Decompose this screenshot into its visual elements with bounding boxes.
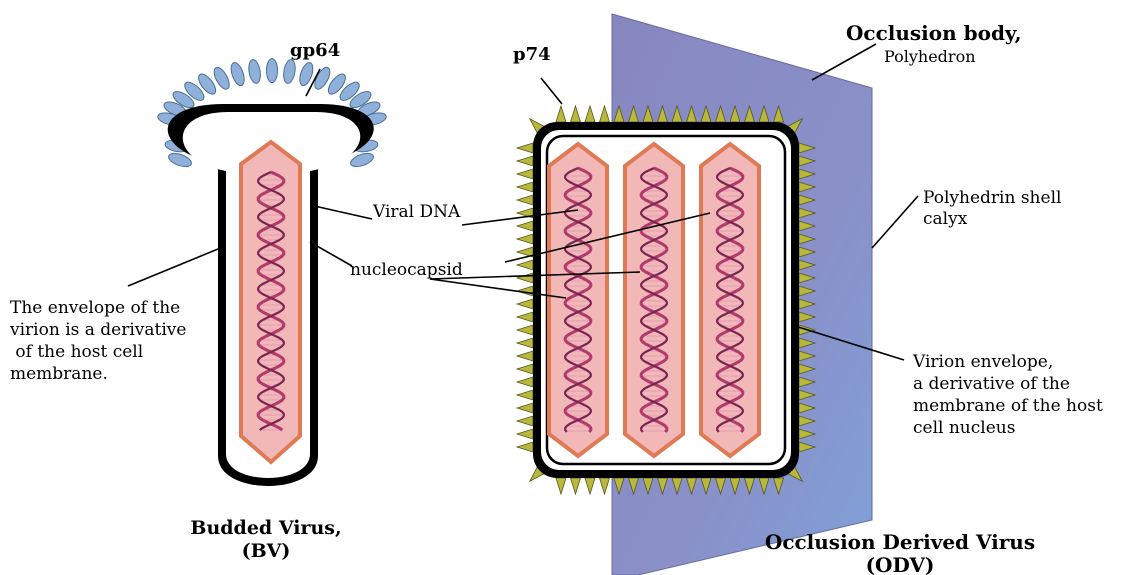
budded-virus-label: Budded Virus, bbox=[190, 517, 341, 539]
p74-spike bbox=[517, 195, 533, 205]
occlusion-body-label: Occlusion body, bbox=[846, 21, 1022, 45]
odv-envelope-label-4: cell nucleus bbox=[913, 418, 1015, 438]
odv-label: Occlusion Derived Virus bbox=[765, 530, 1035, 554]
p74-spike bbox=[517, 390, 533, 400]
gp64-spike bbox=[282, 59, 297, 84]
p74-spike bbox=[517, 403, 533, 413]
polyhedron-label: Polyhedron bbox=[884, 47, 976, 66]
p74-spike bbox=[600, 106, 610, 122]
odv-envelope-label-2: a derivative of the bbox=[913, 374, 1070, 394]
gp64-spike bbox=[267, 59, 278, 83]
p74-spike bbox=[517, 169, 533, 179]
p74-spike bbox=[517, 156, 533, 166]
p74-spike bbox=[517, 182, 533, 192]
p74-spike bbox=[571, 478, 581, 494]
p74-spike bbox=[517, 312, 533, 322]
p74-spike bbox=[517, 273, 533, 283]
p74-spike bbox=[517, 338, 533, 348]
p74-spike bbox=[517, 351, 533, 361]
calyx-label: calyx bbox=[923, 209, 968, 229]
p74-spike bbox=[600, 478, 610, 494]
p74-spike bbox=[517, 325, 533, 335]
p74-spike bbox=[517, 364, 533, 374]
p74-spike bbox=[556, 478, 566, 494]
gp64-spike bbox=[349, 151, 375, 170]
p74-spike bbox=[556, 106, 566, 122]
p74-spike bbox=[517, 234, 533, 244]
gp64-spike bbox=[247, 59, 262, 84]
bv-envelope-label-2: virion is a derivative bbox=[9, 320, 186, 340]
bv-envelope-label-1: The envelope of the bbox=[10, 298, 180, 318]
p74-spike bbox=[517, 442, 533, 452]
p74-spike bbox=[517, 143, 533, 153]
p74-spike bbox=[517, 221, 533, 231]
p74-spike bbox=[517, 299, 533, 309]
p74-label: p74 bbox=[513, 44, 551, 65]
p74-spike bbox=[517, 377, 533, 387]
p74-spike bbox=[517, 260, 533, 270]
odv-nucleocapsids bbox=[549, 144, 759, 456]
gp64-label: gp64 bbox=[290, 40, 340, 61]
p74-spike bbox=[585, 106, 595, 122]
p74-spike bbox=[517, 416, 533, 426]
p74-spike bbox=[517, 429, 533, 439]
polyhedrin-shell-label: Polyhedrin shell bbox=[923, 188, 1061, 208]
bv-envelope-label-3: of the host cell bbox=[10, 342, 143, 362]
polyhedron-leader bbox=[812, 44, 876, 80]
gp64-spike bbox=[229, 61, 247, 87]
p74-spike bbox=[585, 478, 595, 494]
odv-envelope-label-3: membrane of the host bbox=[913, 396, 1103, 416]
p74-leader bbox=[541, 78, 562, 104]
bv-envelope-leader bbox=[128, 249, 218, 286]
odv-abbrev-label: (ODV) bbox=[866, 553, 935, 575]
bv-envelope-label-4: membrane. bbox=[10, 364, 108, 384]
p74-spike bbox=[571, 106, 581, 122]
viral-dna-leader-bv bbox=[310, 205, 372, 219]
nucleocapsid-label: nucleocapsid bbox=[350, 260, 463, 280]
viral-dna-label: Viral DNA bbox=[372, 202, 461, 222]
shell-leader bbox=[872, 196, 918, 248]
odv-envelope-label-1: Virion envelope, bbox=[912, 352, 1053, 372]
bv-abbrev-label: (BV) bbox=[242, 540, 291, 562]
